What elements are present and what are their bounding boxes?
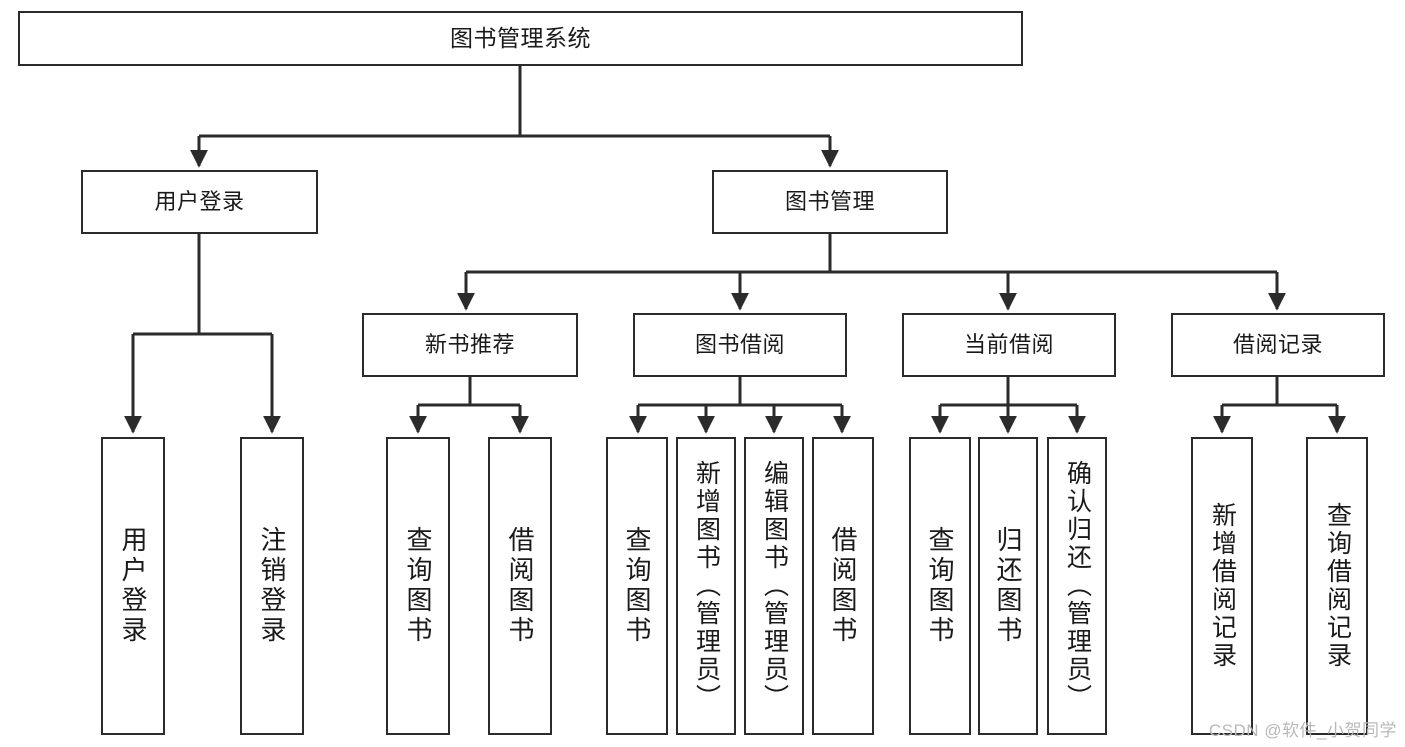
- node-label: 确认归还（管理员）: [1063, 460, 1092, 712]
- node-label: 当前借阅: [963, 332, 1054, 357]
- node-new-book-recommend[interactable]: 新书推荐: [362, 313, 578, 377]
- node-label: 查询图书: [622, 526, 653, 646]
- node-label: 用户登录: [118, 526, 149, 646]
- node-leaf-confirm-return-admin[interactable]: 确认归还（管理员）: [1047, 437, 1107, 735]
- node-label: 编辑图书（管理员）: [760, 460, 789, 712]
- node-leaf-add-book-admin[interactable]: 新增图书（管理员）: [676, 437, 736, 735]
- node-label: 归还图书: [993, 526, 1024, 646]
- node-label: 借阅图书: [828, 526, 859, 646]
- node-leaf-add-borrow-record[interactable]: 新增借阅记录: [1191, 437, 1253, 735]
- node-leaf-borrow-book[interactable]: 借阅图书: [812, 437, 874, 735]
- node-leaf-query-book-recommend[interactable]: 查询图书: [386, 437, 450, 735]
- node-leaf-return-book[interactable]: 归还图书: [978, 437, 1038, 735]
- node-leaf-borrow-book-recommend[interactable]: 借阅图书: [488, 437, 552, 735]
- node-borrow-record[interactable]: 借阅记录: [1171, 313, 1385, 377]
- node-label: 查询图书: [925, 526, 956, 646]
- node-label: 借阅记录: [1232, 332, 1323, 357]
- node-label: 新增借阅记录: [1208, 502, 1237, 670]
- node-leaf-query-book-borrow[interactable]: 查询图书: [606, 437, 668, 735]
- node-book-management[interactable]: 图书管理: [712, 170, 948, 234]
- node-current-borrow[interactable]: 当前借阅: [902, 313, 1116, 377]
- node-label: 查询借阅记录: [1323, 502, 1352, 670]
- node-label: 注销登录: [257, 526, 288, 646]
- node-label: 图书借阅: [694, 332, 785, 357]
- node-label: 图书管理系统: [450, 25, 591, 51]
- node-user-login[interactable]: 用户登录: [81, 170, 318, 234]
- watermark: CSDN @软件_小贺同学: [1208, 721, 1397, 740]
- node-root-book-management-system[interactable]: 图书管理系统: [18, 11, 1023, 66]
- node-leaf-query-borrow-record[interactable]: 查询借阅记录: [1306, 437, 1368, 735]
- node-label: 新增图书（管理员）: [692, 460, 721, 712]
- node-label: 查询图书: [403, 526, 434, 646]
- node-leaf-logout[interactable]: 注销登录: [240, 437, 304, 735]
- node-label: 新书推荐: [424, 332, 515, 357]
- node-label: 图书管理: [784, 189, 875, 214]
- node-leaf-edit-book-admin[interactable]: 编辑图书（管理员）: [744, 437, 804, 735]
- node-label: 用户登录: [154, 189, 245, 214]
- node-label: 借阅图书: [505, 526, 536, 646]
- node-book-borrow[interactable]: 图书借阅: [633, 313, 847, 377]
- node-leaf-user-login[interactable]: 用户登录: [101, 437, 165, 735]
- node-leaf-query-book-current[interactable]: 查询图书: [909, 437, 971, 735]
